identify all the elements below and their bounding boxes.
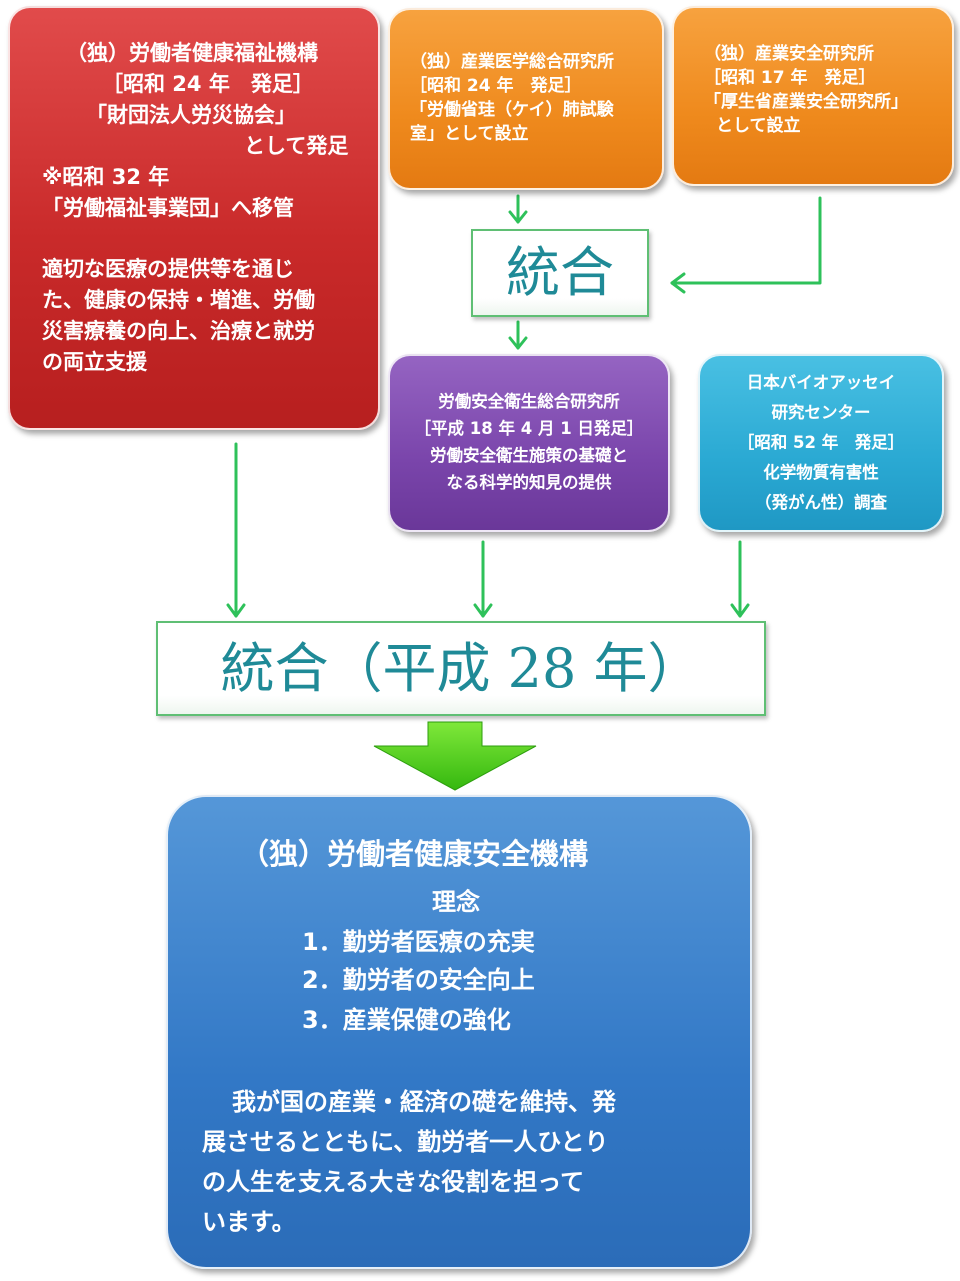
jeh-line-5: ※昭和 32 年 <box>42 165 170 189</box>
box-jniosh: 労働安全衛生総合研究所 ［平成 18 年 4 月 1 日発足］ 労働安全衛生施策… <box>388 354 670 532</box>
merge-box-small: 統合 <box>471 229 649 317</box>
johas-title: （独）労働者健康安全機構 <box>240 837 589 871</box>
jniosh-line-3: 労働安全衛生施策の基礎と <box>430 446 628 465</box>
niis-line-2: ［昭和 17 年 発足］ <box>704 68 876 88</box>
jba-line-4: 化学物質有害性 <box>763 463 879 482</box>
johas-principle-1: 1．勤労者医療の充実 <box>302 928 535 956</box>
jba-line-2: 研究センター <box>771 403 871 422</box>
jniosh-line-2: ［平成 18 年 4 月 1 日発足］ <box>414 419 644 438</box>
box-niih-predecessor: （独）産業医学総合研究所 ［昭和 24 年 発足］ 「労働省珪（ケイ）肺試験 室… <box>388 8 664 190</box>
arrow-niis-to-merge <box>670 196 822 285</box>
jeh-line-8: た、健康の保持・増進、労働 <box>42 288 315 312</box>
box-niis-predecessor: （独）産業安全研究所 ［昭和 17 年 発足］ 「厚生省産業安全研究所」 として… <box>672 6 954 186</box>
box-jba: 日本バイオアッセイ 研究センター ［昭和 52 年 発足］ 化学物質有害性 （発… <box>698 354 944 532</box>
jeh-line-2: ［昭和 24 年 発足］ <box>102 72 314 96</box>
johas-mission-line-3: の人生を支える大きな役割を担って <box>202 1168 585 1196</box>
jeh-line-3: 「財団法人労災協会」 <box>86 103 296 127</box>
jeh-line-9: 災害療養の向上、治療と就労 <box>42 319 315 343</box>
johas-principle-3: 3．産業保健の強化 <box>302 1006 511 1034</box>
jba-line-1: 日本バイオアッセイ <box>746 373 896 392</box>
jniosh-line-1: 労働安全衛生総合研究所 <box>438 392 620 411</box>
johas-philosophy-heading: 理念 <box>432 888 480 916</box>
box-johas: （独）労働者健康安全機構 理念 1．勤労者医療の充実 2．勤労者の安全向上 3．… <box>166 795 752 1269</box>
niih-line-4: 室」として設立 <box>410 124 529 144</box>
niis-line-1: （独）産業安全研究所 <box>704 44 874 64</box>
jba-line-3: ［昭和 52 年 発足］ <box>737 433 905 452</box>
niis-line-3: 「厚生省産業安全研究所」 <box>704 92 908 112</box>
jeh-line-10: の両立支援 <box>42 350 147 374</box>
box-jeh-predecessor: （独）労働者健康福祉機構 ［昭和 24 年 発足］ 「財団法人労災協会」 として… <box>8 6 380 430</box>
jeh-line-6: 「労働福祉事業団」へ移管 <box>42 196 294 220</box>
niih-line-2: ［昭和 24 年 発足］ <box>410 76 582 96</box>
jeh-line-4: として発足 <box>244 134 349 158</box>
merge-big-label: 統合（平成 28 年） <box>220 637 702 700</box>
johas-mission-line-1: 我が国の産業・経済の礎を維持、発 <box>232 1088 616 1116</box>
jniosh-line-4: なる科学的知見の提供 <box>446 473 612 492</box>
johas-mission-line-4: います。 <box>202 1208 296 1236</box>
niih-line-1: （独）産業医学総合研究所 <box>410 52 614 72</box>
merge-small-label: 統合 <box>506 241 614 304</box>
jeh-line-1: （独）労働者健康福祉機構 <box>66 41 318 65</box>
merge-box-large: 統合（平成 28 年） <box>156 621 766 716</box>
big-down-arrow <box>373 721 537 791</box>
johas-mission-line-2: 展させるとともに、勤労者一人ひとり <box>202 1128 609 1156</box>
jba-line-5: （発がん性）調査 <box>755 493 887 512</box>
niis-line-4: として設立 <box>716 116 801 136</box>
niih-line-3: 「労働省珪（ケイ）肺試験 <box>410 100 614 120</box>
jeh-line-7: 適切な医療の提供等を通じ <box>42 257 294 281</box>
johas-principle-2: 2．勤労者の安全向上 <box>302 966 535 994</box>
